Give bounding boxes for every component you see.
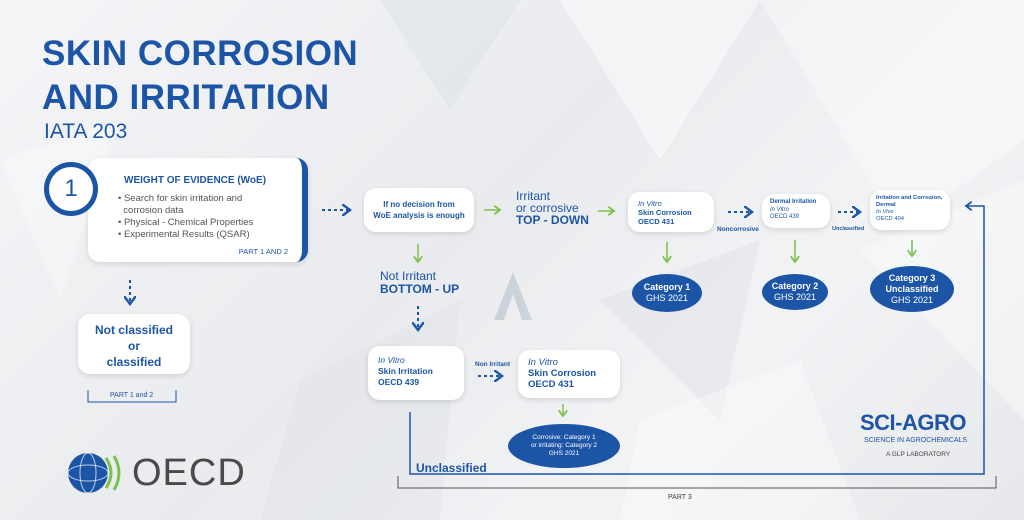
corrosive-oval: Corrosive: Category 1 or irritating: Cat… (508, 424, 620, 468)
cat1-line-2: GHS 2021 (645, 293, 689, 303)
cat3-line-3: GHS 2021 (890, 294, 934, 305)
box-439-bottom-line-2: Skin Irritation (378, 366, 433, 376)
unclassified-label: Unclassified (416, 461, 487, 475)
woe-number-badge: 1 (44, 162, 98, 216)
not-classified-card: Not classified or classified (78, 314, 190, 374)
oecd-globe-icon (67, 452, 121, 494)
box-439-top-line-1: Dermal Irritation (770, 199, 817, 205)
box-404-line-3: In Vivo (876, 209, 894, 215)
sciagro-tagline: SCIENCE IN AGROCHEMICALS (864, 437, 968, 444)
woe-bullet-1: • Search for skin irritation and (118, 193, 243, 204)
part-3-label: PART 3 (668, 494, 692, 501)
box-431-top-line-1: In Vitro (638, 199, 662, 208)
corrosive-line-1: Corrosive: Category 1 (532, 434, 596, 441)
box-431-bottom-line-2: Skin Corrosion (528, 368, 597, 379)
category-1-oval: Category 1 GHS 2021 (632, 274, 702, 312)
sciagro-name: SCI-AGRO (860, 410, 967, 435)
part-1-2-bracket (87, 390, 177, 403)
box-439-bottom-line-3: OECD 439 (378, 377, 420, 387)
woe-bullets: • Search for skin irritation and corrosi… (118, 193, 253, 241)
bottom-up-line-1: Not Irritant (380, 269, 437, 283)
arrow-unclassified-loop (409, 206, 985, 475)
box-439-bottom: In Vitro Skin Irritation OECD 439 (368, 346, 464, 400)
box-431-top-line-3: OECD 431 (638, 217, 675, 226)
part-3-bracket (397, 476, 997, 489)
watermark-logo-icon (494, 272, 532, 320)
box-404-line-2: Dermal (876, 202, 896, 208)
noncorrosive-label: Noncorrosive (717, 226, 759, 233)
cat3-line-1: Category 3 (888, 272, 936, 283)
woe-bullet-3: • Physical - Chemical Properties (118, 217, 254, 228)
title-line-2: AND IRRITATION (42, 78, 330, 117)
box-431-bottom: In Vitro Skin Corrosion OECD 431 (518, 350, 620, 398)
not-classified-line-2: or (128, 339, 140, 353)
box-439-top-line-2: In Vitro (770, 206, 789, 213)
woe-part-label: PART 1 AND 2 (238, 247, 288, 256)
bottom-up-label: Not Irritant BOTTOM - UP (380, 270, 459, 296)
category-2-oval: Category 2 GHS 2021 (762, 274, 828, 310)
woe-bullet-2: corrosion data (123, 205, 184, 216)
oecd-logo-text: OECD (132, 452, 246, 494)
woe-number: 1 (49, 167, 93, 211)
top-down-line-2: or corrosive (516, 201, 579, 215)
decision-card: If no decision from WoE analysis is enou… (364, 188, 474, 232)
corrosive-line-2: or irritating: Category 2 (530, 442, 598, 449)
cat2-line-2: GHS 2021 (773, 292, 817, 302)
non-irritant-label: Non Irritant (475, 361, 511, 368)
title-line-1: SKIN CORROSION (42, 34, 359, 73)
bottom-up-line-2: BOTTOM - UP (380, 282, 460, 296)
box-439-top: Dermal Irritation In Vitro OECD 439 (762, 194, 830, 228)
box-431-bottom-line-1: In Vitro (528, 357, 558, 368)
box-431-top: In Vitro Skin Corrosion OECD 431 (628, 192, 714, 232)
corrosive-line-3: GHS 2021 (548, 450, 580, 457)
box-431-bottom-line-3: OECD 431 (528, 379, 574, 390)
box-439-top-line-3: OECD 439 (770, 214, 800, 220)
not-classified-line-1: Not classified (94, 323, 174, 337)
part-1-2-label: PART 1 and 2 (110, 392, 154, 399)
box-404-line-1: Irritation and Corrosion, (876, 195, 943, 201)
cat1-line-1: Category 1 (643, 282, 691, 292)
decision-line-1: If no decision from (383, 200, 455, 209)
box-404-line-4: OECD 404 (876, 216, 905, 222)
not-classified-line-3: classified (106, 355, 162, 369)
cat2-line-1: Category 2 (771, 281, 819, 291)
box-431-top-line-2: Skin Corrosion (638, 208, 692, 217)
cat3-line-2: Unclassified (885, 283, 939, 294)
sciagro-sub: A GLP LABORATORY (886, 451, 951, 458)
box-439-bottom-line-1: In Vitro (378, 355, 405, 365)
subtitle: IATA 203 (44, 120, 128, 143)
top-down-line-1: Irritant (516, 189, 551, 203)
woe-bullet-4: • Experimental Results (QSAR) (118, 229, 250, 240)
category-3-oval: Category 3 Unclassified GHS 2021 (870, 266, 954, 312)
woe-heading: WEIGHT OF EVIDENCE (WoE) (124, 175, 267, 186)
unclassified-small-label: Unclassified (832, 226, 865, 232)
decision-line-2: WoE analysis is enough (373, 211, 465, 220)
box-404: Irritation and Corrosion, Dermal In Vivo… (870, 190, 950, 230)
top-down-label: Irritant or corrosive TOP - DOWN (516, 190, 589, 226)
woe-card: WEIGHT OF EVIDENCE (WoE) • Search for sk… (88, 158, 308, 262)
top-down-line-3: TOP - DOWN (516, 213, 589, 227)
